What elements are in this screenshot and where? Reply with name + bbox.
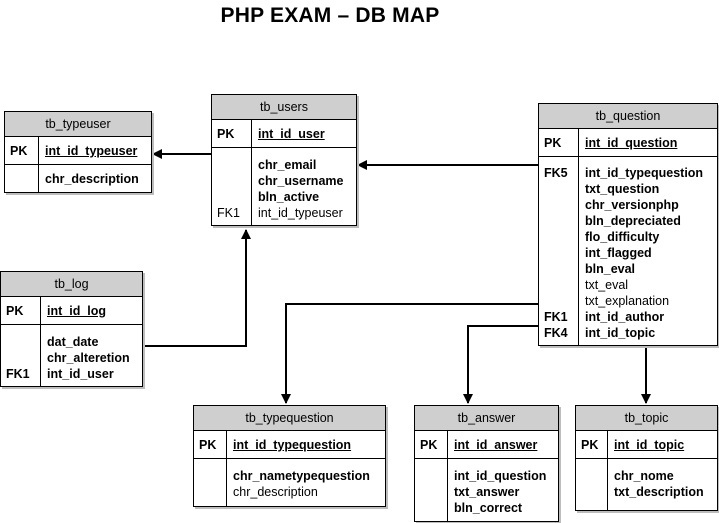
key-label: PK (10, 144, 28, 158)
key-label (539, 213, 579, 229)
table-name: tb_topic (576, 406, 717, 431)
table-name: tb_typequestion (194, 406, 385, 431)
table-name: tb_answer (415, 406, 558, 431)
field: chr_nametypequestion (233, 469, 370, 483)
key-label (539, 293, 579, 309)
key-label: PK (199, 438, 217, 452)
key-label (415, 484, 448, 500)
field: chr_email (258, 158, 317, 172)
connector-question-answer (463, 325, 539, 404)
key-label (194, 484, 227, 500)
key-label (5, 171, 39, 187)
field: chr_alteretion (47, 351, 130, 365)
table-tb-log[interactable]: tb_log PK int_id_log dat_date chr_alteret… (0, 271, 143, 387)
field: bln_correct (454, 501, 523, 515)
field: int_id_user (47, 367, 114, 381)
key-label: FK1 (217, 206, 240, 220)
key-label (539, 181, 579, 197)
field: txt_question (585, 182, 660, 196)
primary-key-field: int_id_log (47, 304, 107, 318)
key-label (539, 261, 579, 277)
table-name: tb_users (212, 95, 356, 120)
key-label: FK1 (6, 367, 30, 381)
key-label (539, 245, 579, 261)
field: int_id_topic (585, 326, 656, 340)
field: int_id_author (585, 310, 665, 324)
key-label (576, 468, 608, 484)
key-label: PK (6, 304, 24, 318)
key-label: FK5 (544, 166, 568, 180)
key-label: FK4 (544, 326, 568, 340)
field: bln_active (258, 190, 320, 204)
field: chr_nome (614, 469, 674, 483)
primary-key-field: int_id_question (585, 136, 678, 150)
primary-key-field: int_id_typequestion (233, 438, 352, 452)
key-label: PK (544, 136, 562, 150)
field: int_flagged (585, 246, 652, 260)
table-tb-typequestion[interactable]: tb_typequestion PK int_id_typequestion ch… (193, 405, 386, 507)
field: flo_difficulty (585, 230, 660, 244)
field: chr_description (233, 485, 318, 499)
table-tb-answer[interactable]: tb_answer PK int_id_answer int_id_questio… (414, 405, 559, 522)
key-label (539, 229, 579, 245)
field: chr_description (45, 172, 139, 186)
field: txt_description (614, 485, 704, 499)
table-name: tb_typeuser (5, 112, 151, 137)
field: dat_date (47, 335, 99, 349)
key-label (194, 468, 227, 484)
table-name: tb_log (1, 272, 142, 297)
key-label: PK (420, 438, 438, 452)
field: txt_explanation (585, 294, 670, 308)
field: int_id_typequestion (585, 166, 704, 180)
table-tb-users[interactable]: tb_users PK int_id_user chr_email chr_use… (211, 94, 357, 226)
key-label: PK (217, 127, 235, 141)
key-label (415, 468, 448, 484)
field: chr_versionphp (585, 198, 679, 212)
key-label (539, 197, 579, 213)
field: txt_answer (454, 485, 520, 499)
table-tb-typeuser[interactable]: tb_typeuser PK int_id_typeuser chr_descri… (4, 111, 152, 193)
table-tb-topic[interactable]: tb_topic PK int_id_topic chr_nome txt_des… (575, 405, 718, 511)
diagram-title: PHP EXAM – DB MAP (220, 4, 440, 27)
field: bln_depreciated (585, 214, 681, 228)
key-label (212, 173, 252, 189)
primary-key-field: int_id_topic (614, 438, 685, 452)
field: int_id_question (454, 469, 547, 483)
table-name: tb_question (539, 104, 717, 129)
field: int_id_typeuser (258, 206, 343, 220)
key-label (212, 189, 252, 205)
field: txt_eval (585, 278, 629, 292)
key-label (576, 484, 608, 500)
key-label (212, 157, 252, 173)
primary-key-field: int_id_typeuser (45, 144, 138, 158)
field: chr_username (258, 174, 344, 188)
key-label: PK (581, 438, 599, 452)
key-label: FK1 (544, 310, 568, 324)
table-tb-question[interactable]: tb_question PK int_id_question FK5 int_id_… (538, 103, 718, 346)
key-label (1, 334, 41, 350)
key-label (415, 500, 448, 516)
connector-log-users (143, 229, 251, 347)
key-label (1, 350, 41, 366)
key-label (539, 277, 579, 293)
primary-key-field: int_id_answer (454, 438, 538, 452)
primary-key-field: int_id_user (258, 127, 325, 141)
field: bln_eval (585, 262, 636, 276)
connector-question-typequestion (281, 303, 539, 404)
